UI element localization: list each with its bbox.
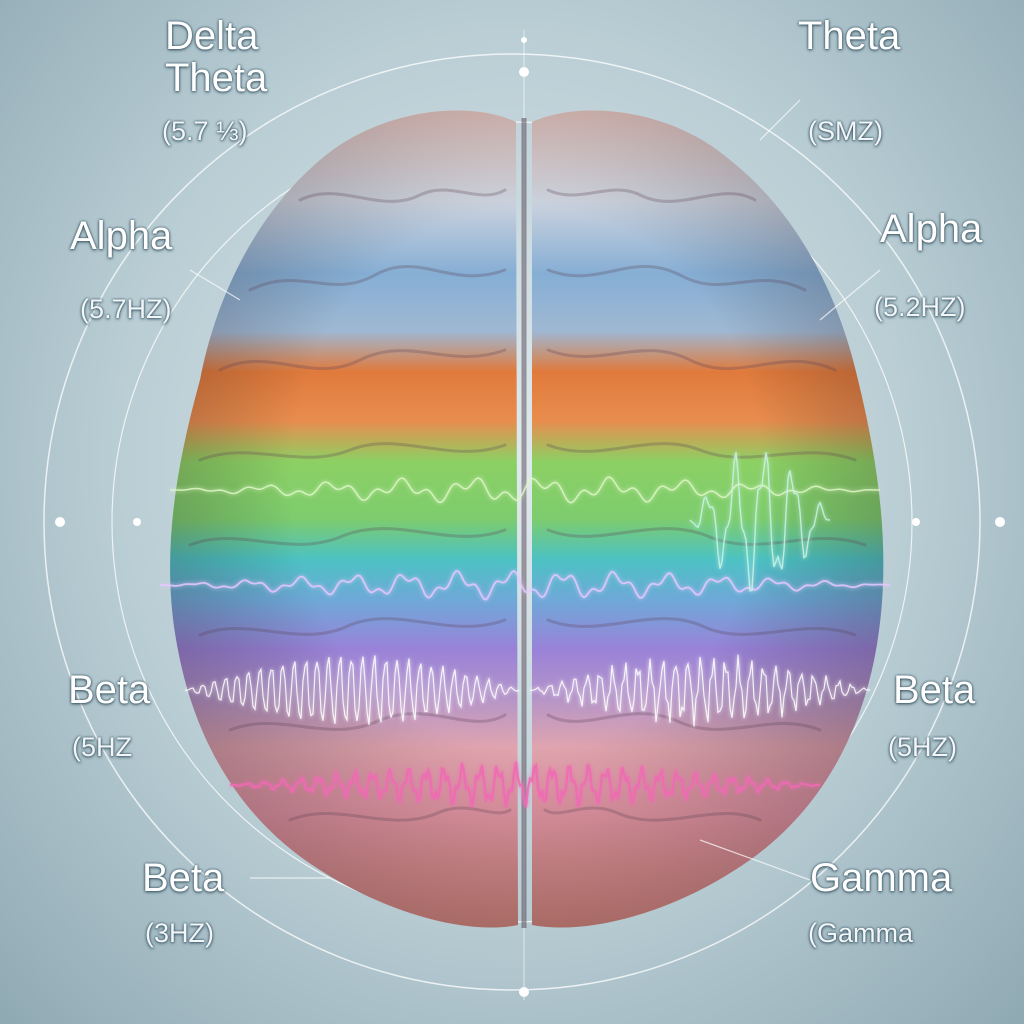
freq-top-left: (5.7 ⅓)	[162, 116, 248, 146]
ring-dot-top	[519, 67, 529, 77]
label-theta-top-left: Theta	[165, 56, 268, 100]
label-beta-bottom-left: Beta	[142, 856, 225, 900]
pointer-bottom-right	[699, 839, 811, 881]
outer-ring	[43, 53, 981, 991]
freq-lower-right: (5HZ)	[888, 732, 957, 762]
label-delta-top-left: Delta	[165, 14, 259, 58]
ring-dot-left-outer	[55, 517, 65, 527]
freq-bottom-left: (3HZ)	[145, 918, 214, 948]
label-beta-lower-right: Beta	[893, 668, 976, 712]
freq-lower-left: (5HZ	[72, 732, 132, 762]
label-beta-lower-left: Beta	[68, 668, 151, 712]
brainwaves	[160, 452, 890, 809]
wave-spike-right	[689, 452, 831, 592]
label-gamma-bottom-right: Gamma	[810, 856, 953, 900]
pointer-top-right	[759, 99, 801, 141]
freq-top-right: (SMZ)	[808, 116, 883, 146]
label-alpha-upper-left: Alpha	[70, 214, 173, 258]
brain-shading	[170, 110, 884, 928]
ring-dot-bottom	[519, 987, 529, 997]
brain	[170, 110, 884, 928]
label-theta-top-right: Theta	[798, 14, 901, 58]
pointer-upper-left	[189, 269, 241, 301]
freq-bottom-right: (Gamma	[808, 918, 914, 948]
ring-dots	[55, 37, 1005, 997]
wave-purple	[160, 569, 890, 601]
wave-pink	[230, 761, 820, 809]
ring-dot-right-inner	[912, 518, 920, 526]
ring-dot-left-inner	[133, 518, 141, 526]
ring-dot-top-small	[521, 37, 527, 43]
label-pointers	[189, 99, 881, 881]
pointer-upper-right	[819, 269, 881, 321]
wave-white-right	[529, 654, 871, 727]
wave-white-left	[184, 655, 520, 725]
freq-upper-right: (5.2HZ)	[874, 292, 966, 322]
brain-folds	[188, 188, 867, 822]
freq-upper-left: (5.7HZ)	[80, 294, 172, 324]
label-alpha-upper-right: Alpha	[880, 207, 983, 251]
ring-dot-right-outer	[995, 517, 1005, 527]
